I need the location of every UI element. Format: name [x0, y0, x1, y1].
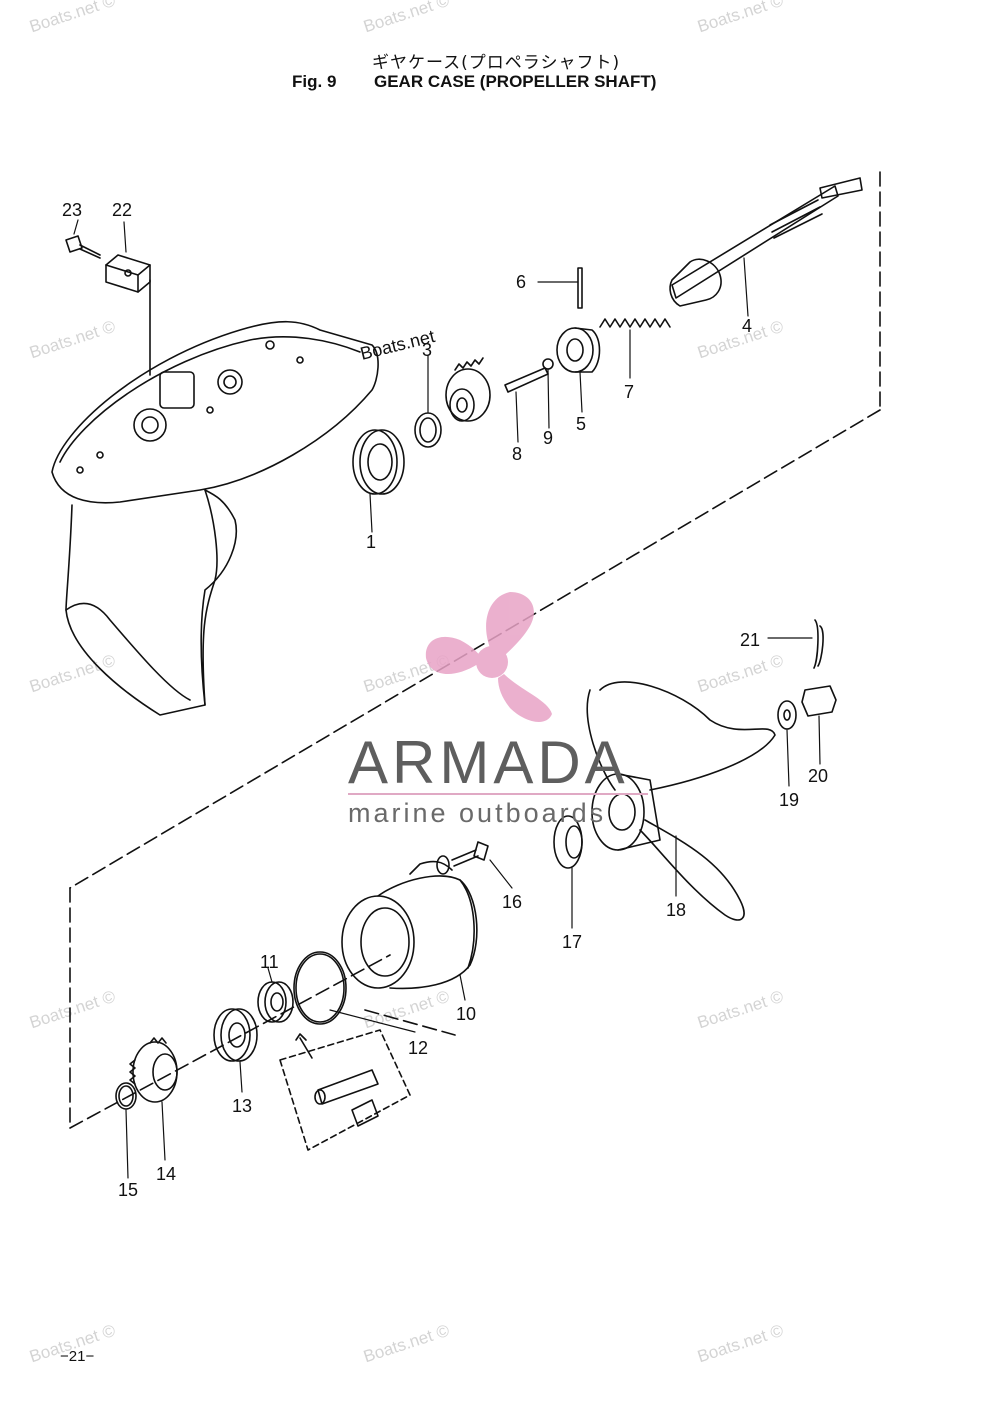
part-12-oring: [293, 951, 347, 1025]
part-19-washer: [777, 700, 797, 730]
label-part-13: 13: [232, 1096, 252, 1116]
title-english: GEAR CASE (PROPELLER SHAFT): [374, 72, 657, 91]
brand-tagline: marine outboards: [348, 798, 607, 828]
part-23-bolt: [65, 235, 101, 259]
label-part-3: 3: [422, 340, 432, 360]
shim: [419, 417, 437, 443]
label-part-1: 1: [366, 532, 376, 552]
tool-inset-parts: [314, 1069, 379, 1127]
figure-number: Fig. 9: [292, 72, 337, 91]
label-part-5: 5: [576, 414, 586, 434]
part-21-cotter-pin: [813, 619, 824, 669]
page-number: −21−: [60, 1348, 95, 1365]
label-part-14: 14: [156, 1164, 176, 1184]
title-japanese: ギヤケース(プロペラシャフト): [372, 53, 621, 73]
label-part-15: 15: [118, 1180, 138, 1200]
label-part-23: 23: [62, 200, 82, 220]
label-part-19: 19: [779, 790, 799, 810]
label-part-22: 22: [112, 200, 132, 220]
label-part-4: 4: [742, 316, 752, 336]
part-3-gear: [445, 357, 491, 422]
label-part-16: 16: [502, 892, 522, 912]
label-part-17: 17: [562, 932, 582, 952]
part-17-spacer: [565, 825, 583, 859]
label-part-20: 20: [808, 766, 828, 786]
part-12-oring: [295, 953, 345, 1023]
label-part-6: 6: [516, 272, 526, 292]
leader-lines: [73, 219, 821, 1179]
shim: [414, 412, 442, 448]
label-part-21: 21: [740, 630, 760, 650]
part-8-pin: [504, 367, 549, 393]
part-7-spring: [599, 318, 671, 328]
part-5-clutch: [556, 327, 601, 373]
part-15-circlip: [115, 1082, 137, 1110]
label-part-11: 11: [260, 952, 279, 972]
label-part-12: 12: [408, 1038, 428, 1058]
brand-name: ARMADA: [348, 729, 629, 796]
arrow-head: [295, 1033, 307, 1041]
label-part-8: 8: [512, 444, 522, 464]
part-19-washer: [783, 709, 791, 721]
part-4-propeller-shaft: [669, 177, 863, 307]
label-part-18: 18: [666, 900, 686, 920]
part-15-circlip: [118, 1085, 134, 1107]
part-10-housing: [341, 860, 478, 990]
brand-logo-propeller-icon: [425, 592, 552, 722]
part-22-block: [105, 254, 151, 293]
part-14-bevel-gear: [129, 1037, 178, 1103]
part-18-propeller: [586, 681, 776, 921]
gear-case-housing: [51, 320, 379, 716]
part-9-ball: [542, 358, 554, 370]
part-1-bearing: [352, 429, 405, 495]
brand-divider: [348, 793, 648, 795]
label-part-9: 9: [543, 428, 553, 448]
tool-inset-box: [279, 1029, 411, 1151]
part-16-bolt: [436, 841, 489, 875]
label-part-7: 7: [624, 382, 634, 402]
part-6-pin: [577, 267, 583, 309]
label-part-10: 10: [456, 1004, 476, 1024]
arrow: [299, 1037, 313, 1059]
part-13-bearing: [213, 1008, 258, 1062]
part-20-nut: [801, 685, 837, 717]
assembly-boundary: [69, 171, 881, 1129]
